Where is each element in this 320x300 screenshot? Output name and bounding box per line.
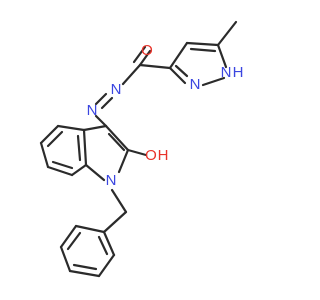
hydroxyl-oxygen-label: O xyxy=(145,147,157,164)
bond-n1-n2 xyxy=(201,76,226,87)
pyrazole-nitrogen-label: N xyxy=(190,76,201,93)
hydroxyl-hydrogen-label: H xyxy=(158,147,169,164)
bond-c6-c7-double xyxy=(51,160,74,170)
bond-ph3 xyxy=(59,245,72,273)
bond-ph6-double xyxy=(97,235,109,256)
bond-c3-c2-double xyxy=(107,132,126,152)
bond-c3a-c7a-inner xyxy=(76,134,82,162)
bonds xyxy=(39,20,238,278)
atom-labels: O N N N N H N O H xyxy=(87,42,244,189)
bond-n-n-double-a xyxy=(94,92,108,106)
bond-n2-c3 xyxy=(168,66,187,85)
bond-ph6 xyxy=(102,230,116,257)
bond-ph4 xyxy=(68,269,101,278)
bond-c5-n1 xyxy=(216,43,228,69)
bond-ph1 xyxy=(74,224,106,234)
bond-c5-methyl xyxy=(216,20,238,47)
bond-c6-c7 xyxy=(46,165,74,177)
bond-ph5 xyxy=(97,253,116,278)
bond-n2-c3-double xyxy=(174,64,189,78)
bond-c4-c5-double xyxy=(189,47,217,53)
bond-n-n-double-b xyxy=(100,96,114,110)
bond-carbonyl-o-double xyxy=(132,45,147,64)
azo-nitrogen-2-label: N xyxy=(87,102,98,119)
bond-c5b-c6 xyxy=(39,141,50,169)
bond-n1-ch2 xyxy=(110,188,128,214)
bond-c4-c5b-double xyxy=(46,130,64,148)
bond-c7-c7a xyxy=(70,163,88,177)
bond-c2-n1 xyxy=(117,148,130,174)
bond-n1-c7a xyxy=(84,163,106,182)
bond-c4-c5b xyxy=(39,124,60,145)
molecule-diagram: O N N N N H N O H xyxy=(39,20,244,278)
azo-nitrogen-1-label: N xyxy=(111,81,122,98)
bond-c3-c4 xyxy=(168,41,189,70)
bond-c3-carbonyl xyxy=(138,63,172,70)
bond-ph4-double xyxy=(72,263,98,271)
pyrazole-nh-nitrogen-label: N xyxy=(221,64,232,81)
bond-n-c3indole xyxy=(94,114,108,128)
indole-nitrogen-label: N xyxy=(106,172,117,189)
carbonyl-oxygen-label: O xyxy=(141,42,153,59)
bond-c2-oh xyxy=(126,148,148,157)
bond-carbonyl-o xyxy=(138,49,152,67)
bond-c3-c2 xyxy=(104,124,130,152)
bond-c3a-c4 xyxy=(56,124,86,132)
bond-ph2 xyxy=(59,224,78,249)
bond-c3-c3a xyxy=(82,124,108,132)
bond-c4-c5 xyxy=(185,41,220,47)
bond-ch2-ch2 xyxy=(102,210,128,234)
pyrazole-nh-hydrogen-label: H xyxy=(233,64,244,81)
bond-carbonyl-n xyxy=(121,63,142,86)
bond-c3a-c7a xyxy=(82,128,88,167)
chemical-structure-canvas: O N N N N H N O H xyxy=(39,20,244,278)
bond-ph2-double xyxy=(66,231,82,251)
